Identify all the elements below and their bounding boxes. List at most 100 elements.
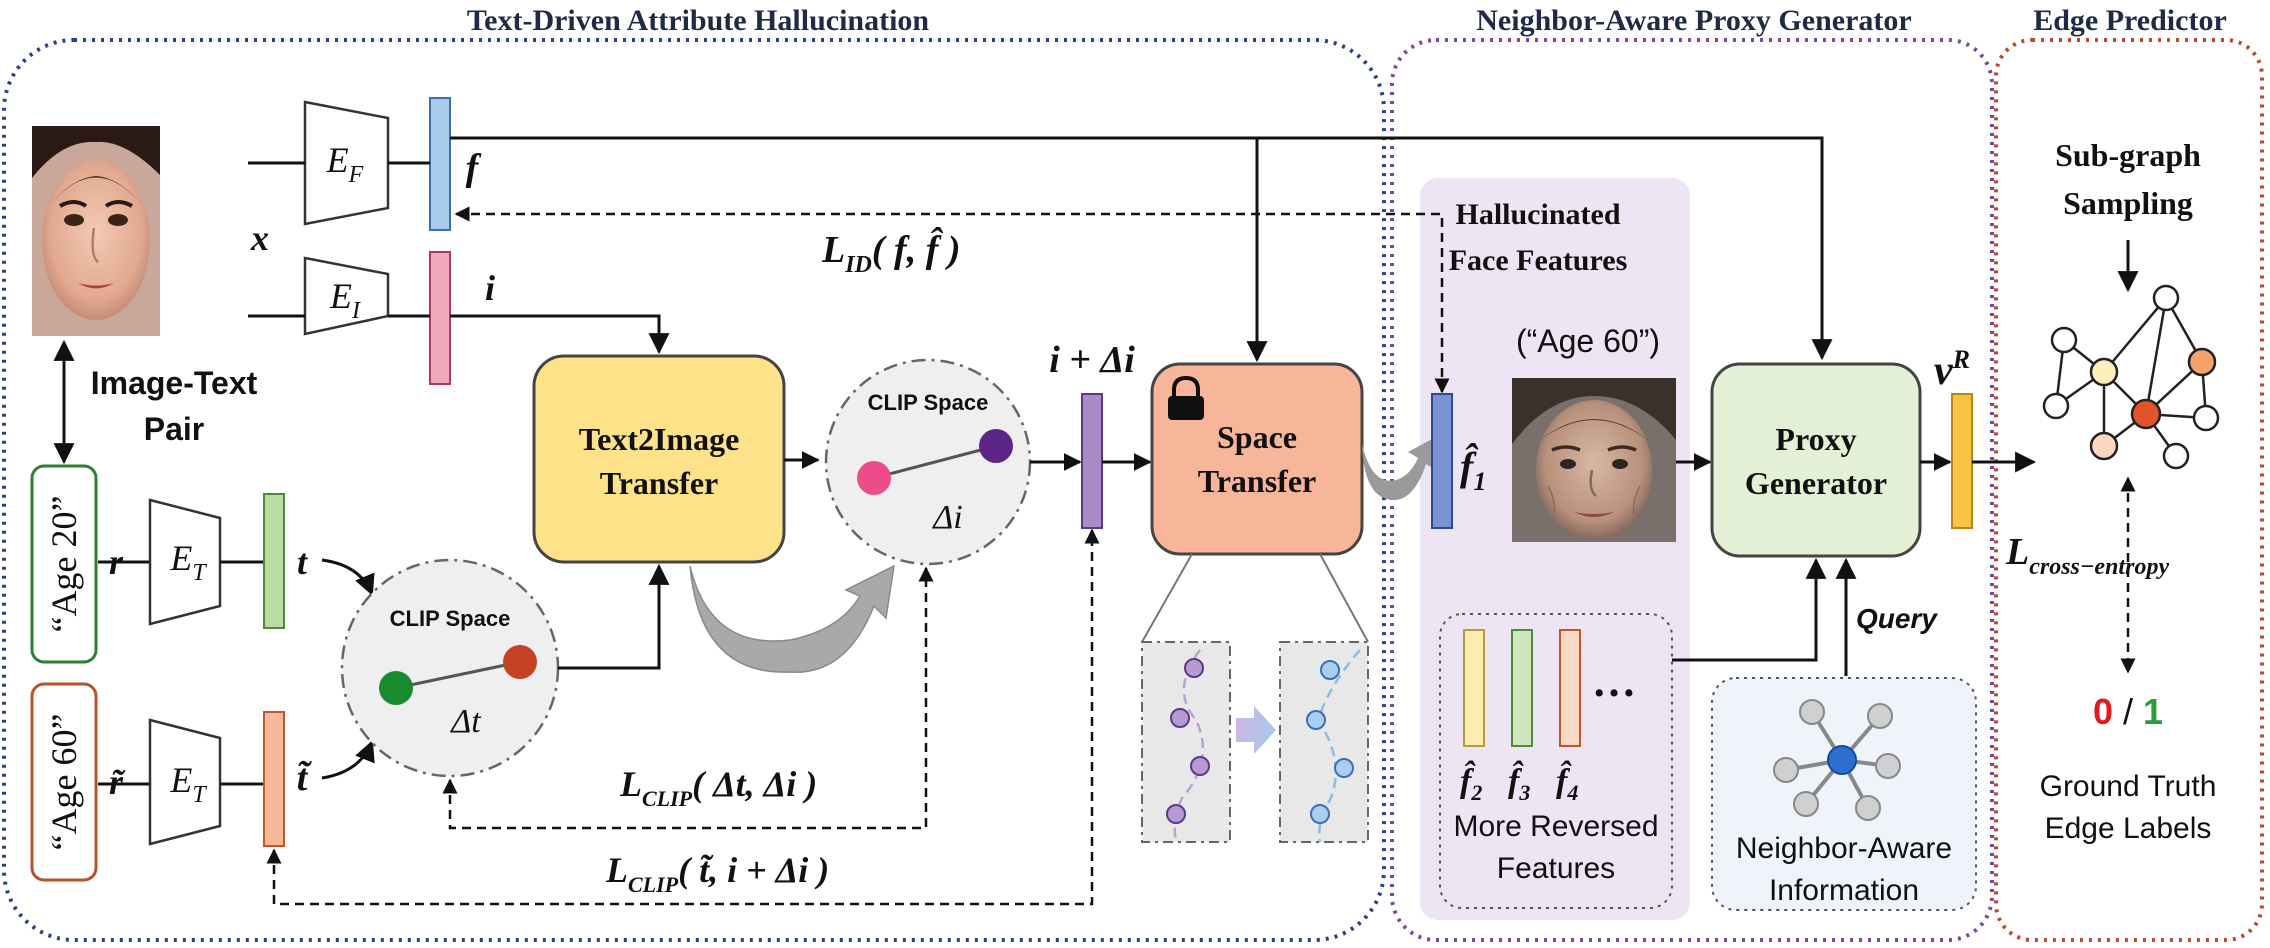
ground-truth-line1: Ground Truth: [2040, 770, 2217, 803]
edge-reversed-to-proxy: [1672, 557, 1827, 662]
gray-transfer-arrow: [689, 564, 895, 673]
text-encoder-1-label: ET: [169, 538, 207, 586]
loss-clip-1-label: LCLIP( Δt, Δi ): [619, 764, 817, 811]
edge-clipt-to-text2image: [558, 563, 670, 670]
distribution-before-panel: [1141, 641, 1231, 843]
distribution-before-point: [1184, 658, 1204, 678]
prompt-age20: “Age 20”: [44, 496, 84, 633]
encoder-image-label: EI: [329, 276, 361, 324]
text-encoder-2: [148, 718, 222, 846]
gray-output-arrow: [1362, 438, 1436, 500]
face-photo-old: [1512, 378, 1676, 542]
distribution-before-point: [1190, 756, 1210, 776]
proxy-generator-line1: Proxy: [1775, 421, 1856, 457]
edge-t-to-clipt: [321, 558, 375, 596]
clip-point-i-delta: [979, 429, 1013, 463]
text-encoder-1: [148, 498, 222, 626]
graph-icon: [2042, 284, 2220, 470]
feature-f-hat-2: [1463, 629, 1485, 747]
loss-clip-2-dashed: [266, 528, 1100, 906]
prompt-age60-box: [30, 682, 98, 882]
text-r-tilde-label: r̃: [109, 762, 126, 802]
clip-point-t-tilde: [503, 645, 537, 679]
distribution-transfer-arrow: [1236, 706, 1276, 754]
feature-v-r-label: vR: [1934, 345, 1970, 394]
feature-i-plus-delta-label: i + Δi: [1049, 339, 1135, 381]
distribution-before-point: [1166, 804, 1186, 824]
image-input-label: x: [250, 218, 269, 258]
neighbor-info-line2: Information: [1769, 874, 1919, 907]
query-label: Query: [1856, 603, 1938, 634]
delta-i-line: [873, 444, 997, 480]
distribution-after-curve: [1316, 649, 1361, 843]
feature-t: [263, 493, 285, 629]
feature-v-r: [1951, 393, 1973, 529]
distribution-before-point: [1170, 708, 1190, 728]
edge-section: [1994, 38, 2264, 942]
feature-i-label: i: [485, 268, 495, 308]
face-photo-young: [32, 126, 160, 336]
section-title-hallucination: Text-Driven Attribute Hallucination: [467, 4, 930, 37]
feature-f-label: f: [466, 147, 482, 189]
edge-label-values: 0 / 1: [2093, 691, 2163, 732]
distribution-after-point: [1310, 804, 1330, 824]
loss-ce-label: Lcross−entropy: [2005, 531, 2169, 580]
feature-f-hat-1: [1431, 393, 1453, 529]
edge-f-to-proxy: [450, 136, 1833, 361]
feature-f-hat-4: [1559, 629, 1581, 747]
neighbor-info-line1: Neighbor-Aware: [1736, 832, 1952, 865]
feature-i-plus-delta: [1081, 393, 1103, 529]
clip-space-text-title: CLIP Space: [390, 606, 511, 631]
proxy-generator-box: [1710, 362, 1922, 558]
hallucinated-age-tag: (“Age 60”): [1516, 323, 1660, 359]
prompt-age20-box: [30, 464, 98, 664]
subgraph-line2: Sampling: [2063, 185, 2193, 221]
zoom-line-right: [1319, 553, 1369, 643]
reversed-features-line1: More Reversed: [1453, 810, 1658, 843]
text-encoder-2-label: ET: [169, 760, 207, 808]
zoom-line-left: [1141, 553, 1193, 643]
neighbor-graph-icon: [1773, 699, 1901, 821]
distribution-after-point: [1334, 758, 1354, 778]
reversed-features-box: [1439, 613, 1673, 909]
loss-clip-2-label: LCLIP( t̃, i + Δi ): [605, 850, 829, 897]
subgraph-line1: Sub-graph: [2055, 137, 2201, 173]
ground-truth-line2: Edge Labels: [2045, 812, 2212, 845]
loss-id-label: LID( f, f̂ ): [821, 227, 961, 278]
image-encoder-face: [303, 100, 390, 226]
section-title-edge: Edge Predictor: [2033, 4, 2227, 37]
edge-tt-to-clipt: [321, 740, 375, 780]
reversed-features-line2: Features: [1497, 852, 1615, 885]
delta-t-label: Δt: [449, 703, 482, 740]
space-transfer-line1: Space: [1217, 419, 1297, 455]
space-transfer-line2: Transfer: [1198, 463, 1316, 499]
clip-space-image-title: CLIP Space: [868, 390, 989, 415]
text2image-line2: Transfer: [600, 465, 718, 501]
hallucinated-title-line2: Face Features: [1449, 244, 1628, 277]
encoder-face-label: EF: [326, 140, 364, 188]
proxy-generator-line2: Generator: [1745, 465, 1887, 501]
clip-point-t: [379, 671, 413, 705]
feature-t-tilde: [263, 711, 285, 847]
neighbor-info-box: [1711, 677, 1977, 911]
text2image-transfer-box: [532, 354, 786, 564]
clip-point-i: [857, 461, 891, 495]
prompt-age60: “Age 60”: [44, 714, 84, 851]
delta-i-label: Δi: [931, 499, 962, 536]
feature-f-hat-3: [1511, 629, 1533, 747]
pair-label-line1: Image-Text: [91, 365, 258, 401]
pair-label-line2: Pair: [144, 411, 204, 447]
section-title-proxy: Neighbor-Aware Proxy Generator: [1476, 4, 1911, 37]
hallucinated-title-line1: Hallucinated: [1455, 198, 1620, 231]
feature-i: [429, 251, 451, 385]
distribution-after-point: [1320, 660, 1340, 680]
feature-t-label: t: [297, 542, 308, 582]
reversed-ellipsis: …: [1592, 657, 1636, 706]
text2image-line1: Text2Image: [579, 421, 740, 457]
feature-t-tilde-label: t̃: [297, 757, 313, 799]
feature-f: [429, 97, 451, 231]
space-transfer-box: [1150, 362, 1364, 556]
distribution-after-point: [1306, 710, 1326, 730]
edge-i-to-text2image: [450, 314, 670, 355]
